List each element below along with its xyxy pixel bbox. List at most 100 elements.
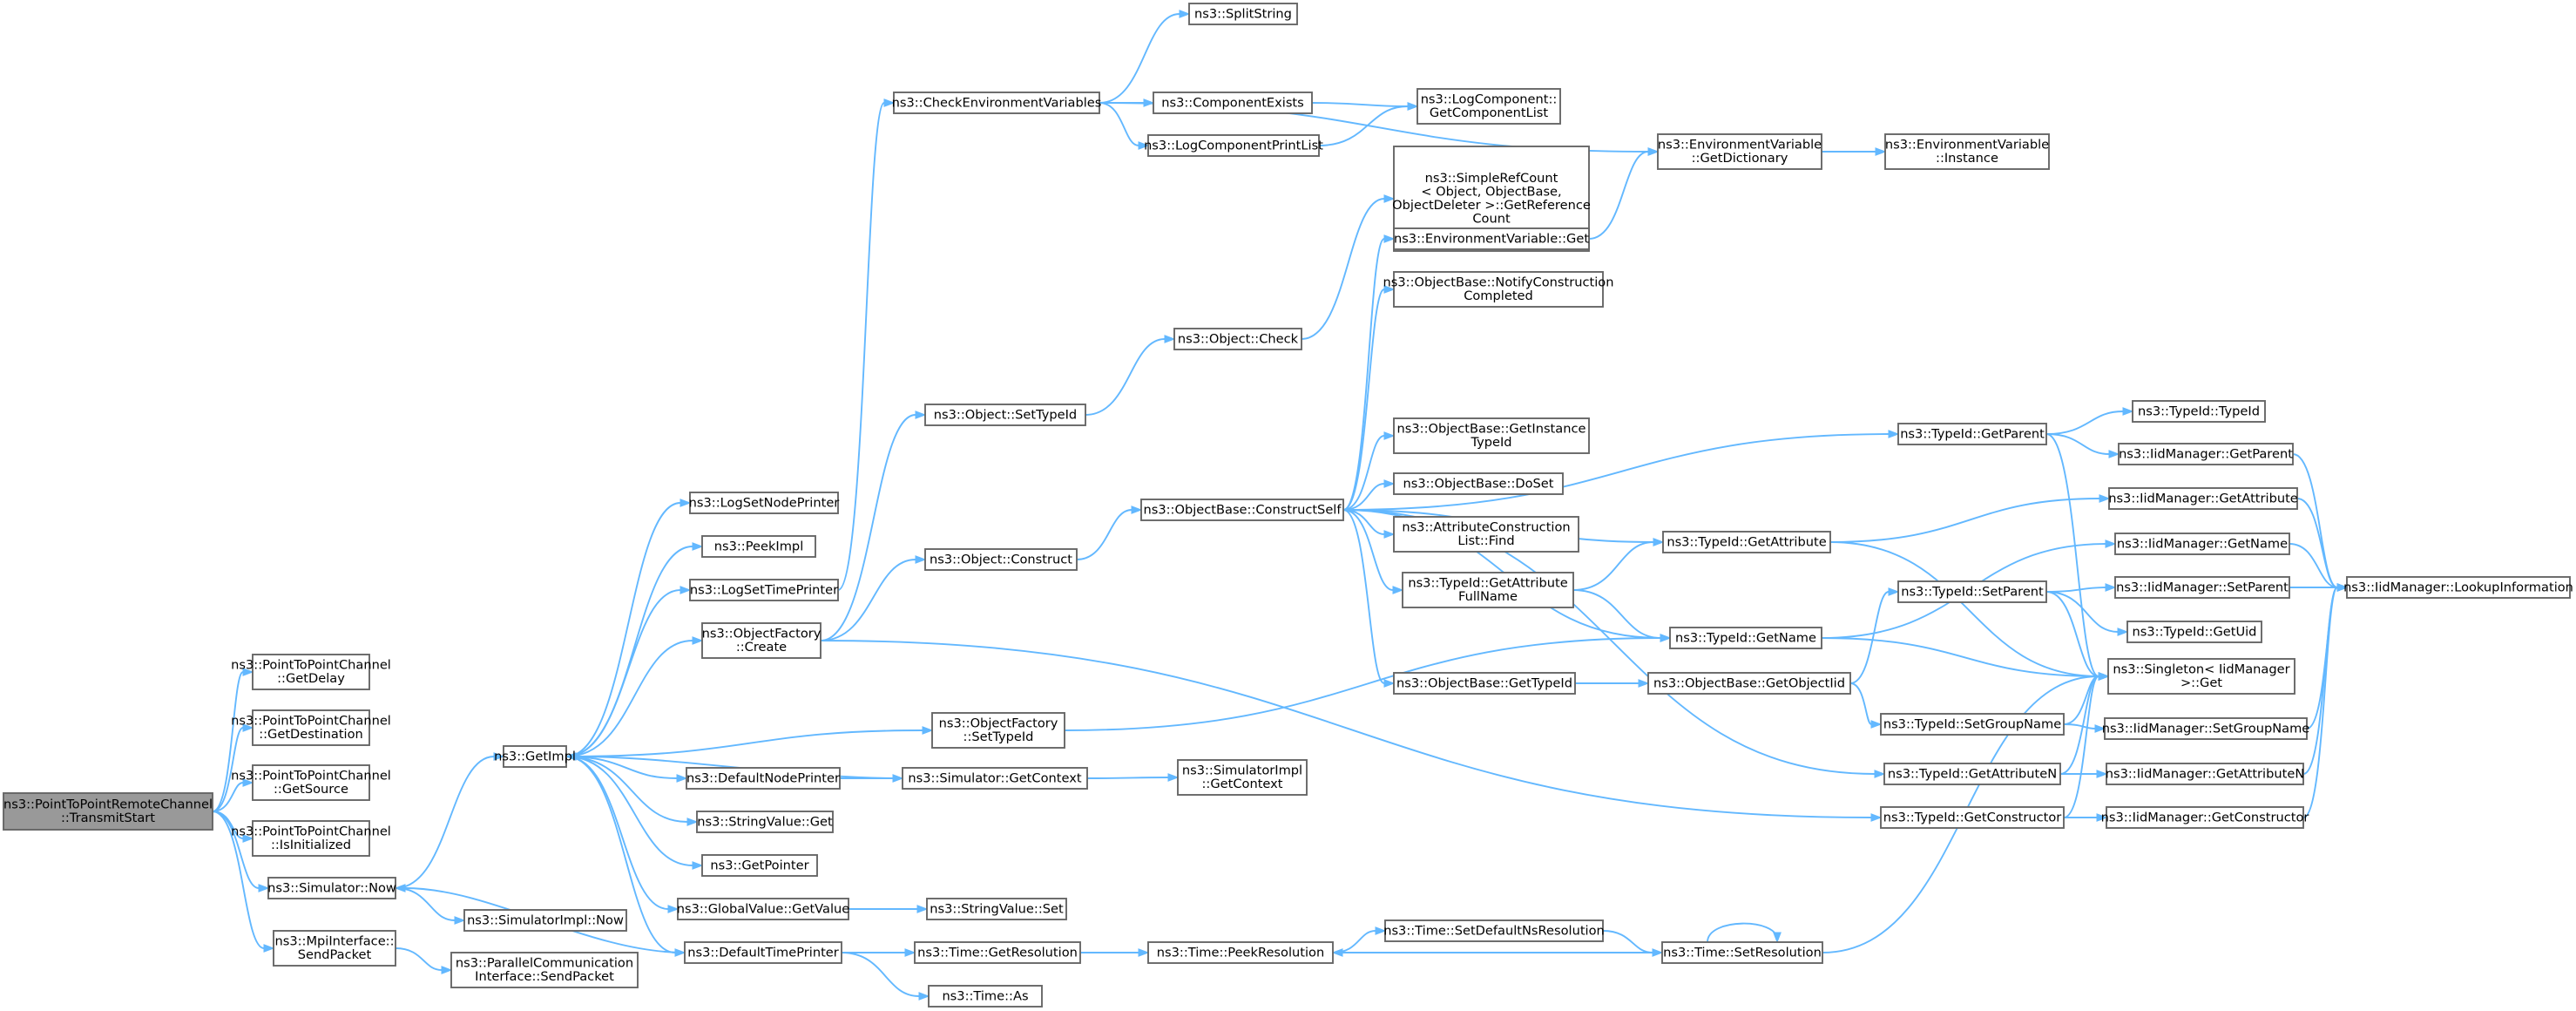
node-parsend[interactable]: ns3::ParallelCommunicationInterface::Sen… bbox=[450, 952, 639, 988]
node-timepeekres[interactable]: ns3::Time::PeekResolution bbox=[1147, 941, 1334, 964]
node-iidgetparent[interactable]: ns3::IidManager::GetParent bbox=[2118, 443, 2294, 465]
node-objsettypeid[interactable]: ns3::Object::SetTypeId bbox=[924, 404, 1086, 426]
node-obgettypeid[interactable]: ns3::ObjectBase::GetTypeId bbox=[1393, 672, 1576, 695]
node-objcheck[interactable]: ns3::Object::Check bbox=[1173, 328, 1302, 350]
node-iidgetctor[interactable]: ns3::IidManager::GetConstructor bbox=[2101, 806, 2309, 829]
node-label-tgetname-0: ns3::TypeId::GetName bbox=[1675, 630, 1816, 645]
node-notifyconst[interactable]: ns3::ObjectBase::NotifyConstructionCompl… bbox=[1383, 271, 1614, 308]
edge-arrowhead-getimpl-to-logsettime bbox=[679, 586, 692, 594]
node-box-obgettypeid bbox=[1393, 672, 1576, 695]
node-getpointer[interactable]: ns3::GetPointer bbox=[701, 854, 818, 877]
node-logsetnode[interactable]: ns3::LogSetNodePrinter bbox=[689, 492, 840, 514]
node-logsettime[interactable]: ns3::LogSetTimePrinter bbox=[689, 579, 839, 601]
node-doset[interactable]: ns3::ObjectBase::DoSet bbox=[1393, 472, 1564, 495]
node-iidgetattrn[interactable]: ns3::IidManager::GetAttributeN bbox=[2106, 763, 2305, 785]
node-isinit[interactable]: ns3::PointToPointChannel::IsInitialized bbox=[231, 820, 391, 857]
edge-arrowhead-constructself-to-doset bbox=[1383, 479, 1396, 488]
node-gvgetvalue[interactable]: ns3::GlobalValue::GetValue bbox=[677, 898, 850, 920]
node-box-logcompprint bbox=[1147, 134, 1320, 157]
node-deftime[interactable]: ns3::DefaultTimePrinter bbox=[684, 941, 842, 964]
node-compexists[interactable]: ns3::ComponentExists bbox=[1153, 92, 1313, 114]
edge-ofcreate-to-objsettypeid bbox=[820, 411, 927, 641]
node-checkenv[interactable]: ns3::CheckEnvironmentVariables bbox=[892, 92, 1102, 114]
node-label-logsetnode-0: ns3::LogSetNodePrinter bbox=[689, 495, 840, 510]
node-label-simimplctx-0: ns3::SimulatorImpl bbox=[1182, 763, 1302, 778]
node-obgetobjtid[interactable]: ns3::ObjectBase::GetObjectIid bbox=[1647, 672, 1851, 695]
edge-arrowhead-timesetres-to-timesetres bbox=[1773, 932, 1782, 944]
edge-line-iidgetattr-to-iidlookup bbox=[2296, 498, 2338, 588]
node-label-ofcreate-1: ::Create bbox=[736, 640, 787, 655]
edge-arrowhead-ofcreate-to-objsettypeid bbox=[915, 411, 927, 419]
node-tgetname[interactable]: ns3::TypeId::GetName bbox=[1669, 627, 1822, 649]
node-splitstring[interactable]: ns3::SplitString bbox=[1188, 3, 1298, 25]
edge-arrowhead-constructself-to-tgetattrn bbox=[1874, 770, 1886, 778]
node-label-obgettypeid-0: ns3::ObjectBase::GetTypeId bbox=[1396, 675, 1572, 690]
node-ofcreate[interactable]: ns3::ObjectFactory::Create bbox=[701, 622, 821, 659]
node-setdefns[interactable]: ns3::Time::SetDefaultNsResolution bbox=[1383, 919, 1605, 942]
node-tgetparent[interactable]: ns3::TypeId::GetParent bbox=[1897, 423, 2047, 445]
node-tgetctor[interactable]: ns3::TypeId::GetConstructor bbox=[1880, 806, 2065, 829]
node-logcompprint[interactable]: ns3::LogComponentPrintList bbox=[1144, 134, 1323, 157]
node-svset[interactable]: ns3::StringValue::Set bbox=[926, 898, 1067, 920]
node-peekimpl[interactable]: ns3::PeekImpl bbox=[701, 535, 816, 558]
node-simgetctx[interactable]: ns3::Simulator::GetContext bbox=[902, 767, 1088, 790]
node-getimpl[interactable]: ns3::GetImpl bbox=[494, 745, 576, 768]
node-getdelay[interactable]: ns3::PointToPointChannel::GetDelay bbox=[231, 654, 391, 690]
node-box-attrfind bbox=[1393, 516, 1579, 553]
node-iidgetname[interactable]: ns3::IidManager::GetName bbox=[2114, 533, 2290, 555]
node-box-simnow bbox=[267, 877, 396, 899]
node-tgetattr[interactable]: ns3::TypeId::GetAttribute bbox=[1662, 531, 1831, 553]
node-envget[interactable]: ns3::EnvironmentVariable::Get bbox=[1393, 227, 1590, 250]
edge-line-logcompprint-to-logcompget bbox=[1318, 105, 1409, 146]
node-ttypeid[interactable]: ns3::TypeId::TypeId bbox=[2132, 400, 2266, 423]
node-iidsetparent[interactable]: ns3::IidManager::SetParent bbox=[2114, 576, 2290, 599]
edge-arrowhead-defnode-to-simgetctx bbox=[892, 774, 904, 783]
node-label-simimplnow-0: ns3::SimulatorImpl::Now bbox=[467, 913, 624, 927]
node-logcompget[interactable]: ns3::LogComponent::GetComponentList bbox=[1416, 88, 1561, 125]
node-envinstance[interactable]: ns3::EnvironmentVariable::Instance bbox=[1884, 133, 2050, 170]
edge-arrowhead-tgetattrfull-to-tgetattr bbox=[1653, 538, 1665, 546]
edge-line-timesetres-to-timesetres bbox=[1707, 922, 1778, 943]
node-getsource[interactable]: ns3::PointToPointChannel::GetSource bbox=[231, 764, 391, 801]
node-simnow[interactable]: ns3::Simulator::Now bbox=[267, 877, 396, 899]
edge-arrowhead-getimpl-to-defnode bbox=[676, 774, 688, 783]
node-timegetres[interactable]: ns3::Time::GetResolution bbox=[914, 941, 1081, 964]
node-iidsetgroup[interactable]: ns3::IidManager::SetGroupName bbox=[2102, 717, 2310, 740]
edge-line-iidgetname-to-iidlookup bbox=[2289, 543, 2338, 588]
node-timeas[interactable]: ns3::Time::As bbox=[928, 985, 1043, 1008]
node-tgetattrn[interactable]: ns3::TypeId::GetAttributeN bbox=[1883, 763, 2061, 785]
edge-arrowhead-simnow-to-simimplnow bbox=[454, 916, 466, 925]
node-iidlookup[interactable]: ns3::IidManager::LookupInformation bbox=[2343, 576, 2573, 599]
node-simimplctx[interactable]: ns3::SimulatorImpl::GetContext bbox=[1177, 759, 1308, 796]
edge-arrowhead-simgetctx-to-simimplctx bbox=[1167, 773, 1180, 782]
node-objconstruct[interactable]: ns3::Object::Construct bbox=[924, 548, 1078, 571]
edge-arrowhead-constructself-to-envget bbox=[1383, 234, 1396, 243]
node-box-getinsttypeid bbox=[1393, 417, 1590, 454]
node-ofsettypeid[interactable]: ns3::ObjectFactory::SetTypeId bbox=[931, 712, 1065, 749]
node-envgetdict[interactable]: ns3::EnvironmentVariable::GetDictionary bbox=[1657, 133, 1822, 170]
edge-tgetattrn-to-iidgetattrn bbox=[2060, 770, 2108, 778]
node-simimplnow[interactable]: ns3::SimulatorImpl::Now bbox=[463, 909, 627, 932]
edge-line-envget-to-envgetdict bbox=[1588, 151, 1649, 240]
node-timesetres[interactable]: ns3::Time::SetResolution bbox=[1661, 941, 1823, 964]
edge-arrowhead-deftime-to-simnow bbox=[394, 884, 406, 892]
edge-line-constructself-to-tgetattrfull bbox=[1342, 509, 1394, 591]
edge-arrowhead-checkenv-to-splitstring bbox=[1179, 10, 1191, 18]
node-root[interactable]: ns3::PointToPointRemoteChannel::Transmit… bbox=[3, 792, 213, 831]
node-iidgetattr[interactable]: ns3::IidManager::GetAttribute bbox=[2108, 487, 2298, 510]
node-box-compexists bbox=[1153, 92, 1313, 114]
node-mpisend[interactable]: ns3::MpiInterface::SendPacket bbox=[273, 930, 396, 967]
node-constructself[interactable]: ns3::ObjectBase::ConstructSelf bbox=[1140, 499, 1344, 521]
node-tgetuid[interactable]: ns3::TypeId::GetUid bbox=[2126, 621, 2262, 643]
node-getdest[interactable]: ns3::PointToPointChannel::GetDestination bbox=[231, 709, 391, 746]
node-singleton[interactable]: ns3::Singleton< IidManager>::Get bbox=[2107, 658, 2295, 695]
node-tsetgroup[interactable]: ns3::TypeId::SetGroupName bbox=[1880, 713, 2065, 736]
node-box-envinstance bbox=[1884, 133, 2050, 170]
node-defnode[interactable]: ns3::DefaultNodePrinter bbox=[686, 767, 841, 790]
node-tsetparent[interactable]: ns3::TypeId::SetParent bbox=[1897, 580, 2047, 603]
edge-arrowhead-root-to-getdest bbox=[242, 723, 254, 732]
node-svget[interactable]: ns3::StringValue::Get bbox=[696, 811, 834, 833]
